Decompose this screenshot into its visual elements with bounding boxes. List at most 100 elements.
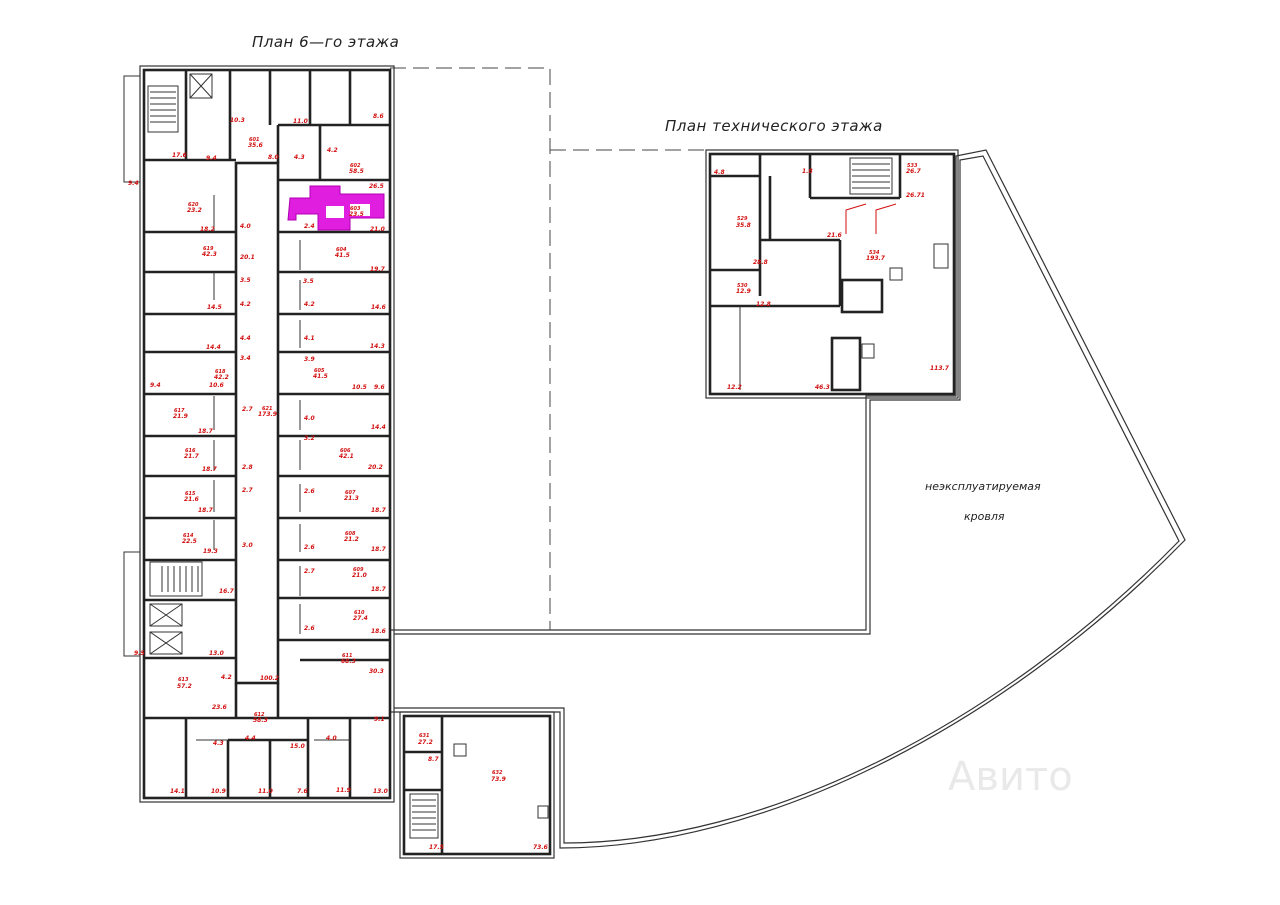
room-area: 57.2 (177, 683, 192, 690)
room-id: 534 (869, 250, 880, 256)
sub-area-label: 8.7 (428, 756, 439, 763)
room-area: 22.5 (182, 538, 197, 545)
room-area: 58.5 (349, 168, 364, 175)
sub-area-label: 3.0 (242, 542, 253, 549)
floor-6-plan-title: План 6—го этажа (252, 33, 399, 51)
sub-area-label: 18.7 (371, 586, 387, 593)
sub-area-label: 23.6 (212, 704, 227, 711)
room-id: 632 (492, 770, 503, 776)
sub-area-label: 4.2 (304, 301, 315, 308)
sub-area-label: 100.2 (260, 675, 279, 682)
sub-area-label: 9.4 (206, 155, 217, 162)
sub-area-label: 18.7 (202, 466, 218, 473)
sub-area-label: 113.7 (930, 365, 950, 372)
sub-area-label: 14.6 (371, 304, 386, 311)
sub-area-label: 3.4 (240, 355, 251, 362)
sub-area-label: 14.3 (370, 343, 385, 350)
sub-area-label: 18.7 (198, 507, 214, 514)
sub-area-label: 21.0 (370, 226, 385, 233)
room-id: 612 (254, 712, 265, 718)
room-id: 608 (345, 531, 356, 537)
room-area: 21.2 (344, 536, 359, 543)
room-id: 613 (178, 677, 189, 683)
sub-area-label: 2.7 (304, 568, 315, 575)
room-id: 610 (354, 610, 365, 616)
sub-area-label: 73.6 (533, 844, 548, 851)
sub-area-label: 12.2 (727, 384, 742, 391)
sub-area-label: 26.71 (906, 192, 925, 199)
rooms-annex: 631 27.2 632 73.9 (418, 733, 506, 783)
sub-area-label: 4.2 (240, 301, 251, 308)
sub-area-label: 4.8 (714, 169, 725, 176)
sub-area-label: 9.6 (374, 384, 385, 391)
sub-area-labels-annex: 8.7 17.5 73.6 (428, 756, 548, 851)
room-id: 631 (419, 733, 429, 739)
room-area: 73.9 (491, 776, 506, 783)
floor-6-building (123, 65, 395, 803)
sub-area-label: 14.1 (170, 788, 185, 795)
sub-area-label: 4.2 (327, 147, 338, 154)
roof-outline (390, 149, 1186, 849)
sub-area-label: 19.3 (203, 548, 218, 555)
sub-area-label: 2.6 (304, 544, 315, 551)
dashed-projection (390, 67, 706, 630)
room-id: 601 (249, 137, 259, 143)
sub-area-label: 18.6 (371, 628, 386, 635)
technical-floor-plan-title: План технического этажа (665, 117, 883, 135)
sub-area-label: 18.7 (371, 546, 387, 553)
room-area: 42.1 (339, 453, 354, 460)
room-id: 607 (345, 490, 356, 496)
room-id: 621 (262, 406, 272, 412)
room-area: 27.2 (418, 739, 433, 746)
sub-area-label: 14.4 (206, 344, 221, 351)
room-area: 23.5 (349, 211, 364, 218)
sub-area-label: 3.9 (304, 356, 315, 363)
roof-label-line1: неэксплуатируемая (925, 480, 1041, 493)
room-id: 606 (340, 448, 351, 454)
room-area: 21.3 (344, 495, 359, 502)
sub-area-label: 17.6 (172, 152, 187, 159)
sub-area-label: 46.3 (815, 384, 830, 391)
sub-area-label: 15.0 (290, 743, 305, 750)
sub-area-label: 18.7 (371, 507, 387, 514)
rooms-technical: 529 35.8 530 12.9 533 26.7 534 193.7 (736, 163, 922, 295)
sub-area-label: 11.9 (336, 787, 351, 794)
sub-area-label: 4.2 (221, 674, 232, 681)
room-area: 42.3 (202, 251, 217, 258)
sub-area-label: 20.1 (240, 254, 255, 261)
sub-area-label: 9.1 (374, 716, 385, 723)
sub-area-label: 20.2 (368, 464, 383, 471)
sub-area-label: 13.0 (209, 650, 224, 657)
sub-area-label: 13.0 (373, 788, 388, 795)
roof-label-line2: кровля (964, 510, 1005, 523)
sub-area-labels-left: 17.6 9.4 9.4 18.2 4.0 20.1 3.5 14.5 4.2 … (128, 113, 384, 795)
sub-area-label: 11.0 (293, 118, 308, 125)
room-id: 609 (353, 567, 364, 573)
room-id: 619 (203, 246, 214, 252)
sub-area-label: 8.6 (373, 113, 384, 120)
room-area: 193.7 (866, 255, 886, 262)
room-id: 620 (188, 202, 199, 208)
room-id: 615 (185, 491, 196, 497)
sub-area-label: 10.5 (352, 384, 367, 391)
sub-area-label: 2.6 (304, 488, 315, 495)
room-area: 23.2 (187, 207, 202, 214)
room-area: 21.0 (352, 572, 367, 579)
room-area: 35.6 (248, 142, 263, 149)
sub-area-label: 4.0 (240, 223, 251, 230)
room-area: 21.6 (184, 496, 199, 503)
sub-area-label: 4.4 (245, 735, 256, 742)
sub-area-label: 19.7 (370, 266, 386, 273)
room-area: 68.3 (341, 658, 356, 665)
sub-area-label: 18.7 (198, 428, 214, 435)
room-area: 27.4 (353, 615, 368, 622)
sub-area-label: 4.1 (304, 335, 315, 342)
sub-area-label: 1.8 (802, 168, 813, 175)
sub-area-label: 14.5 (207, 304, 222, 311)
sub-area-label: 28.8 (753, 259, 768, 266)
sub-area-label: 12.8 (756, 301, 771, 308)
sub-area-label: 10.9 (211, 788, 226, 795)
room-area: 173.9 (258, 411, 277, 418)
sub-area-label: 14.4 (371, 424, 386, 431)
